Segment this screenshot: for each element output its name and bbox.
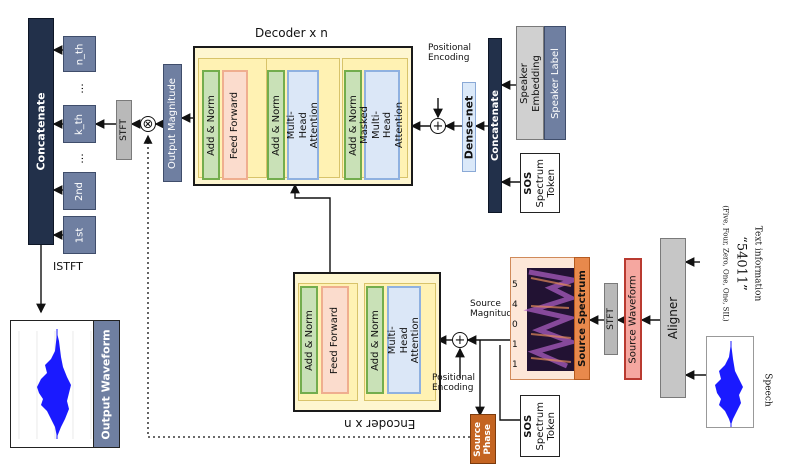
ellipsis-top: ... [63,76,96,100]
encoder-add-norm-1-label: Add & Norm [303,309,315,371]
spectrum-digit-0: 0 [512,320,518,330]
concatenate-right-label: Concatenate [489,90,501,161]
frame-n-th-label: n_th [73,43,85,65]
encoder-feed-forward: Feed Forward [321,286,349,394]
istft-label: ISTFT [53,260,83,273]
ellipsis-top-label: ... [73,82,86,94]
stft-left-label: STFT [119,119,130,141]
phonemes-label: (Five, Four, Zero, One, One, SIL) [722,204,730,322]
decoder-title: Decoder x n [255,26,328,40]
encoder-title-wrap: Encoder x n [335,414,425,434]
decoder-add-norm-2-label: Add & Norm [270,94,282,156]
source-phase-block: Source Phase [470,414,496,464]
frame-1st-label: 1st [74,227,85,243]
speech-label-wrap: Speech [756,360,780,420]
decoder-multi-head-attention: Multi-Head Attention [285,70,320,180]
multiply-icon: ⊗ [140,116,156,132]
source-spectrum-image [523,268,583,371]
encoder-plus-icon: + [452,332,468,348]
speaker-embedding-block: Speaker Embedding [516,26,544,140]
decoder-add-norm-1-label: Add & Norm [205,94,217,156]
output-magnitude-block: Output Magnitude [163,64,182,182]
frame-n-th: n_th [63,36,96,72]
sos-encoder-block: SOS Spectrum Token [520,395,560,457]
stft-right-label: STFT [606,308,617,330]
aligner-label: Aligner [666,296,681,340]
decoder-plus-icon: + [430,118,446,134]
source-phase-label: Source Phase [472,421,494,457]
encoder-mha-label: Multi-Head Attention [386,316,421,364]
decoder-feed-forward: Feed Forward [222,70,248,180]
encoder-feed-forward-label: Feed Forward [329,306,341,374]
source-magnitude-label: Source Magnitude [470,299,518,319]
source-waveform-label: Source Waveform [627,274,639,364]
concatenate-left-label: Concatenate [34,92,48,171]
decoder-add-norm-3: Add & Norm [344,70,362,180]
frame-1st: 1st [63,216,96,254]
stft-left-block: STFT [116,100,132,160]
spectrum-digit-1a: 1 [512,340,518,350]
spectrum-digit-4: 4 [512,300,518,310]
digits-label: “54011” [734,235,749,291]
speech-waveform-plot [715,341,743,427]
output-waveform-label: Output Waveform [100,328,114,440]
encoder-title: Encoder x n [344,417,416,431]
frame-2nd-label: 2nd [74,181,85,201]
concatenate-left-block: Concatenate [28,18,54,245]
text-information-label: Text information [753,225,763,301]
decoder-masked-multi-head-attention: Masked Multi-Head Attention [359,70,405,180]
sos-encoder-rest: Spectrum Token [534,401,557,451]
stft-right-block: STFT [604,283,618,355]
output-waveform-plot [18,329,92,439]
encoder-multi-head-attention: Multi-Head Attention [387,286,421,394]
sos-decoder-bold: SOS [522,171,534,195]
speaker-label-block: Speaker Label [544,26,566,140]
sos-decoder-rest: Spectrum Token [534,158,557,208]
spectrum-digit-labels: 5 4 0 1 1 [510,280,526,380]
encoder-add-norm-2-label: Add & Norm [369,309,381,371]
decoder-mha-label: Multi-Head Attention [285,101,320,149]
decoder-add-norm-1: Add & Norm [202,70,220,180]
source-spectrum-label: Source Spectrum [576,270,588,367]
frame-2nd: 2nd [63,172,96,210]
encoder-add-norm-2: Add & Norm [366,286,384,394]
decoder-add-norm-3-label: Add & Norm [347,94,359,156]
spectrum-digit-5: 5 [512,280,518,290]
spectrum-digit-1b: 1 [512,360,518,370]
output-magnitude-label: Output Magnitude [167,77,178,169]
decoder-positional-encoding-label: Positional Encoding [428,43,472,63]
concatenate-right-block: Concatenate [488,38,502,213]
speech-waveform-panel [706,336,754,428]
dense-net-block: Dense-net [462,82,476,172]
source-spectrum-label-bar: Source Spectrum [574,257,590,380]
ellipsis-bottom: ... [63,146,96,170]
dense-net-label: Dense-net [462,95,476,159]
encoder-add-norm-1: Add & Norm [300,286,318,394]
decoder-feed-forward-label: Feed Forward [229,91,241,159]
decoder-add-norm-2: Add & Norm [267,70,285,180]
frame-k-th: k_th [63,105,96,143]
encoder-positional-encoding-label: Positional Encoding [432,373,476,393]
speaker-embedding-label: Speaker Embedding [518,54,542,112]
speech-label: Speech [763,373,774,407]
sos-encoder-bold: SOS [522,414,534,438]
speaker-label-label: Speaker Label [549,47,561,119]
frame-k-th-label: k_th [74,113,85,135]
text-information-wrap: Text information “54011” (Five, Four, Ze… [700,198,785,328]
ellipsis-bottom-label: ... [73,152,86,164]
aligner-block: Aligner [660,238,686,398]
output-waveform-label-bar: Output Waveform [93,320,120,448]
decoder-masked-mha-label: Masked Multi-Head Attention [359,101,405,149]
source-waveform-block: Source Waveform [624,258,642,380]
sos-decoder-block: SOS Spectrum Token [520,153,560,213]
